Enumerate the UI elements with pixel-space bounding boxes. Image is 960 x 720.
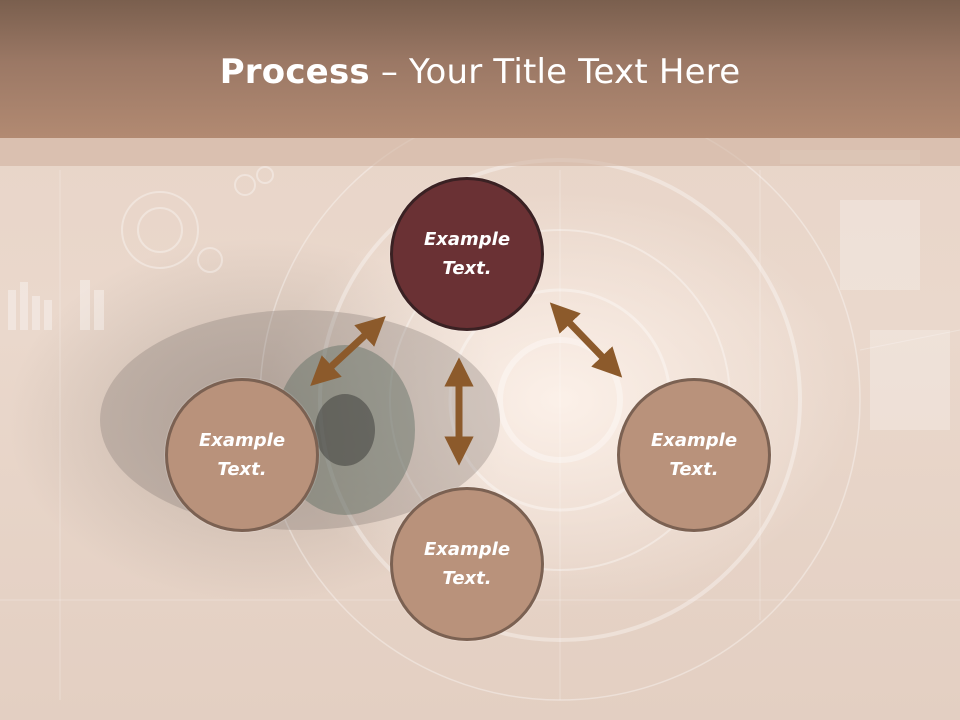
title-bold: Process — [219, 52, 370, 92]
node-right[interactable]: Example Text. — [617, 378, 771, 532]
header-band — [0, 138, 960, 166]
node-top[interactable]: Example Text. — [390, 177, 544, 331]
arrow-right-diagonal — [549, 302, 623, 378]
node-left[interactable]: Example Text. — [165, 378, 319, 532]
node-bottom[interactable]: Example Text. — [390, 487, 544, 641]
title-rest: – Your Title Text Here — [369, 52, 741, 92]
arrow-left-diagonal — [310, 316, 386, 386]
title-header — [0, 0, 960, 138]
slide-title: Process – Your Title Text Here — [0, 52, 960, 92]
